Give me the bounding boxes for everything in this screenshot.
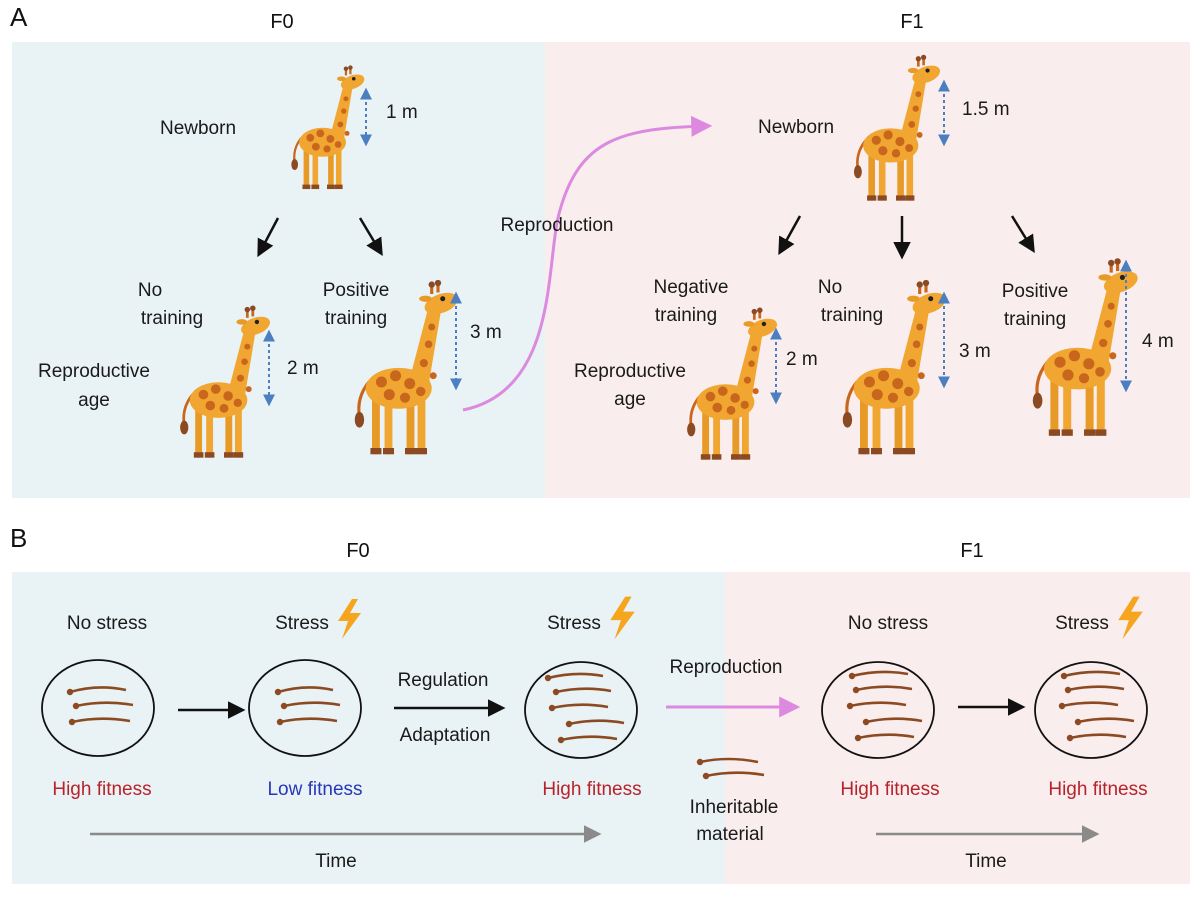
stage5-fitness: High fitness <box>1048 779 1147 800</box>
stage2-condition: Stress <box>275 613 329 634</box>
stage1-fitness: High fitness <box>52 779 151 800</box>
f0-arrow-positive-training <box>358 217 383 257</box>
stage4-cell <box>821 661 935 759</box>
inheritable-label-2: material <box>696 824 764 845</box>
stage2-fitness: Low fitness <box>267 779 362 800</box>
f1-arrow-positive-training <box>1010 215 1035 253</box>
stage2-cell <box>248 659 362 757</box>
stage4-condition: No stress <box>848 613 928 634</box>
f1-positive-training-height: 4 m <box>1142 331 1174 352</box>
f0-newborn-label: Newborn <box>160 118 236 139</box>
f0-repro-age-label-2: age <box>78 390 110 411</box>
panel-b-f1-background <box>725 572 1190 884</box>
f0-newborn-height: 1 m <box>386 102 418 123</box>
f1-no-training-height: 3 m <box>959 341 991 362</box>
time-label-right: Time <box>965 851 1007 872</box>
stage5-cell <box>1034 661 1148 759</box>
panel-b-f0-label: F0 <box>346 540 369 562</box>
inheritable-label-1: Inheritable <box>690 797 779 818</box>
f1-negative-training-label-1: Negative <box>654 277 729 298</box>
regulation-label: Regulation <box>398 670 489 691</box>
f0-positive-training-label-1: Positive <box>323 280 390 301</box>
stage3-strands <box>544 672 625 744</box>
f1-positive-training-label-2: training <box>1004 309 1066 330</box>
stage1-cell <box>41 659 155 757</box>
f1-positive-training-label-1: Positive <box>1002 281 1069 302</box>
stage5-strands <box>1058 670 1135 742</box>
stage2-strands <box>274 686 341 726</box>
stage3-condition: Stress <box>547 613 601 634</box>
stage5-condition: Stress <box>1055 613 1109 634</box>
f1-repro-age-label-1: Reproductive <box>574 361 686 382</box>
panel-b-f0-background <box>12 572 725 884</box>
panel-b-reproduction-label: Reproduction <box>669 657 782 678</box>
panel-a: A F0 F1 Newborn 1 m No training Reproduc… <box>10 2 1190 498</box>
f0-positive-training-height: 3 m <box>470 322 502 343</box>
stage3-fitness: High fitness <box>542 779 641 800</box>
panel-b-letter: B <box>10 523 27 553</box>
panel-b-f1-label: F1 <box>960 540 983 562</box>
f1-newborn-label: Newborn <box>758 117 834 138</box>
f1-newborn-height: 1.5 m <box>962 99 1010 120</box>
stage1-strands <box>66 686 134 726</box>
f1-negative-training-height: 2 m <box>786 349 818 370</box>
f0-no-training-height: 2 m <box>287 358 319 379</box>
f1-no-training-label-1: No <box>818 277 842 298</box>
f0-no-training-label-2: training <box>141 308 203 329</box>
f0-no-training-label-1: No <box>138 280 162 301</box>
panel-a-f0-label: F0 <box>270 11 293 33</box>
f1-negative-training-label-2: training <box>655 305 717 326</box>
f1-arrow-negative-training <box>778 215 802 256</box>
adaptation-label: Adaptation <box>400 725 491 746</box>
panel-a-reproduction-label: Reproduction <box>500 215 613 236</box>
panel-a-letter: A <box>10 2 28 32</box>
panel-a-reproduction-arrow <box>462 115 713 412</box>
f0-arrow-no-training <box>257 217 280 258</box>
f1-repro-age-label-2: age <box>614 389 646 410</box>
f0-repro-age-label-1: Reproductive <box>38 361 150 382</box>
panel-a-f1-label: F1 <box>900 11 923 33</box>
panel-b: B F0 F1 No stress High fitness Stress Lo… <box>10 523 1190 884</box>
stage4-fitness: High fitness <box>840 779 939 800</box>
stage3-cell <box>524 661 638 759</box>
f0-positive-training-label-2: training <box>325 308 387 329</box>
inheritable-material-strands <box>696 757 765 780</box>
panel-a-f0-background <box>12 42 545 498</box>
f1-no-training-label-2: training <box>821 305 883 326</box>
time-label-left: Time <box>315 851 357 872</box>
stage4-strands <box>846 670 923 742</box>
stage1-condition: No stress <box>67 613 147 634</box>
